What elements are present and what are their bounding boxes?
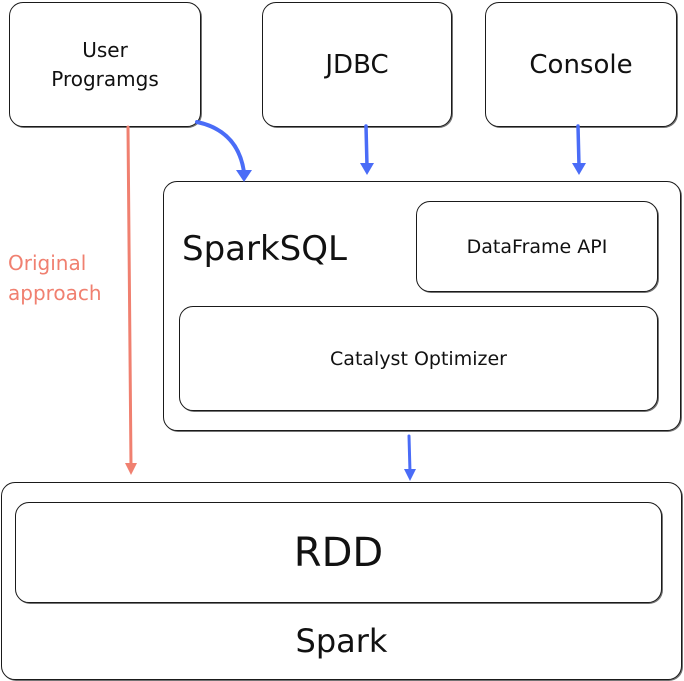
arrow-user-to-sparksql [195, 120, 252, 182]
catalyst-optimizer-label: Catalyst Optimizer [330, 347, 507, 370]
dataframe-api-box: DataFrame API [416, 201, 658, 292]
spark-title: Spark [295, 622, 388, 660]
arrow-jdbc-to-sparksql [360, 124, 374, 175]
jdbc-label: JDBC [325, 49, 389, 80]
arrow-sparksql-to-spark [404, 434, 416, 481]
console-label: Console [529, 49, 633, 80]
jdbc-box: JDBC [262, 2, 452, 127]
original-approach-annotation: Original approach [8, 246, 128, 310]
rdd-box: RDD [15, 502, 662, 603]
annotation-line-2: approach [8, 281, 102, 305]
rdd-label: RDD [293, 529, 384, 576]
user-programs-box: User Programgs [9, 2, 201, 127]
annotation-line-1: Original [8, 251, 87, 275]
dataframe-api-label: DataFrame API [466, 235, 608, 258]
sparksql-title: SparkSQL [182, 229, 347, 269]
arrow-console-to-sparksql [572, 124, 586, 175]
console-box: Console [485, 2, 677, 127]
arrow-original-approach [125, 125, 137, 475]
catalyst-optimizer-box: Catalyst Optimizer [179, 306, 658, 411]
user-programs-label: User Programgs [51, 37, 159, 91]
